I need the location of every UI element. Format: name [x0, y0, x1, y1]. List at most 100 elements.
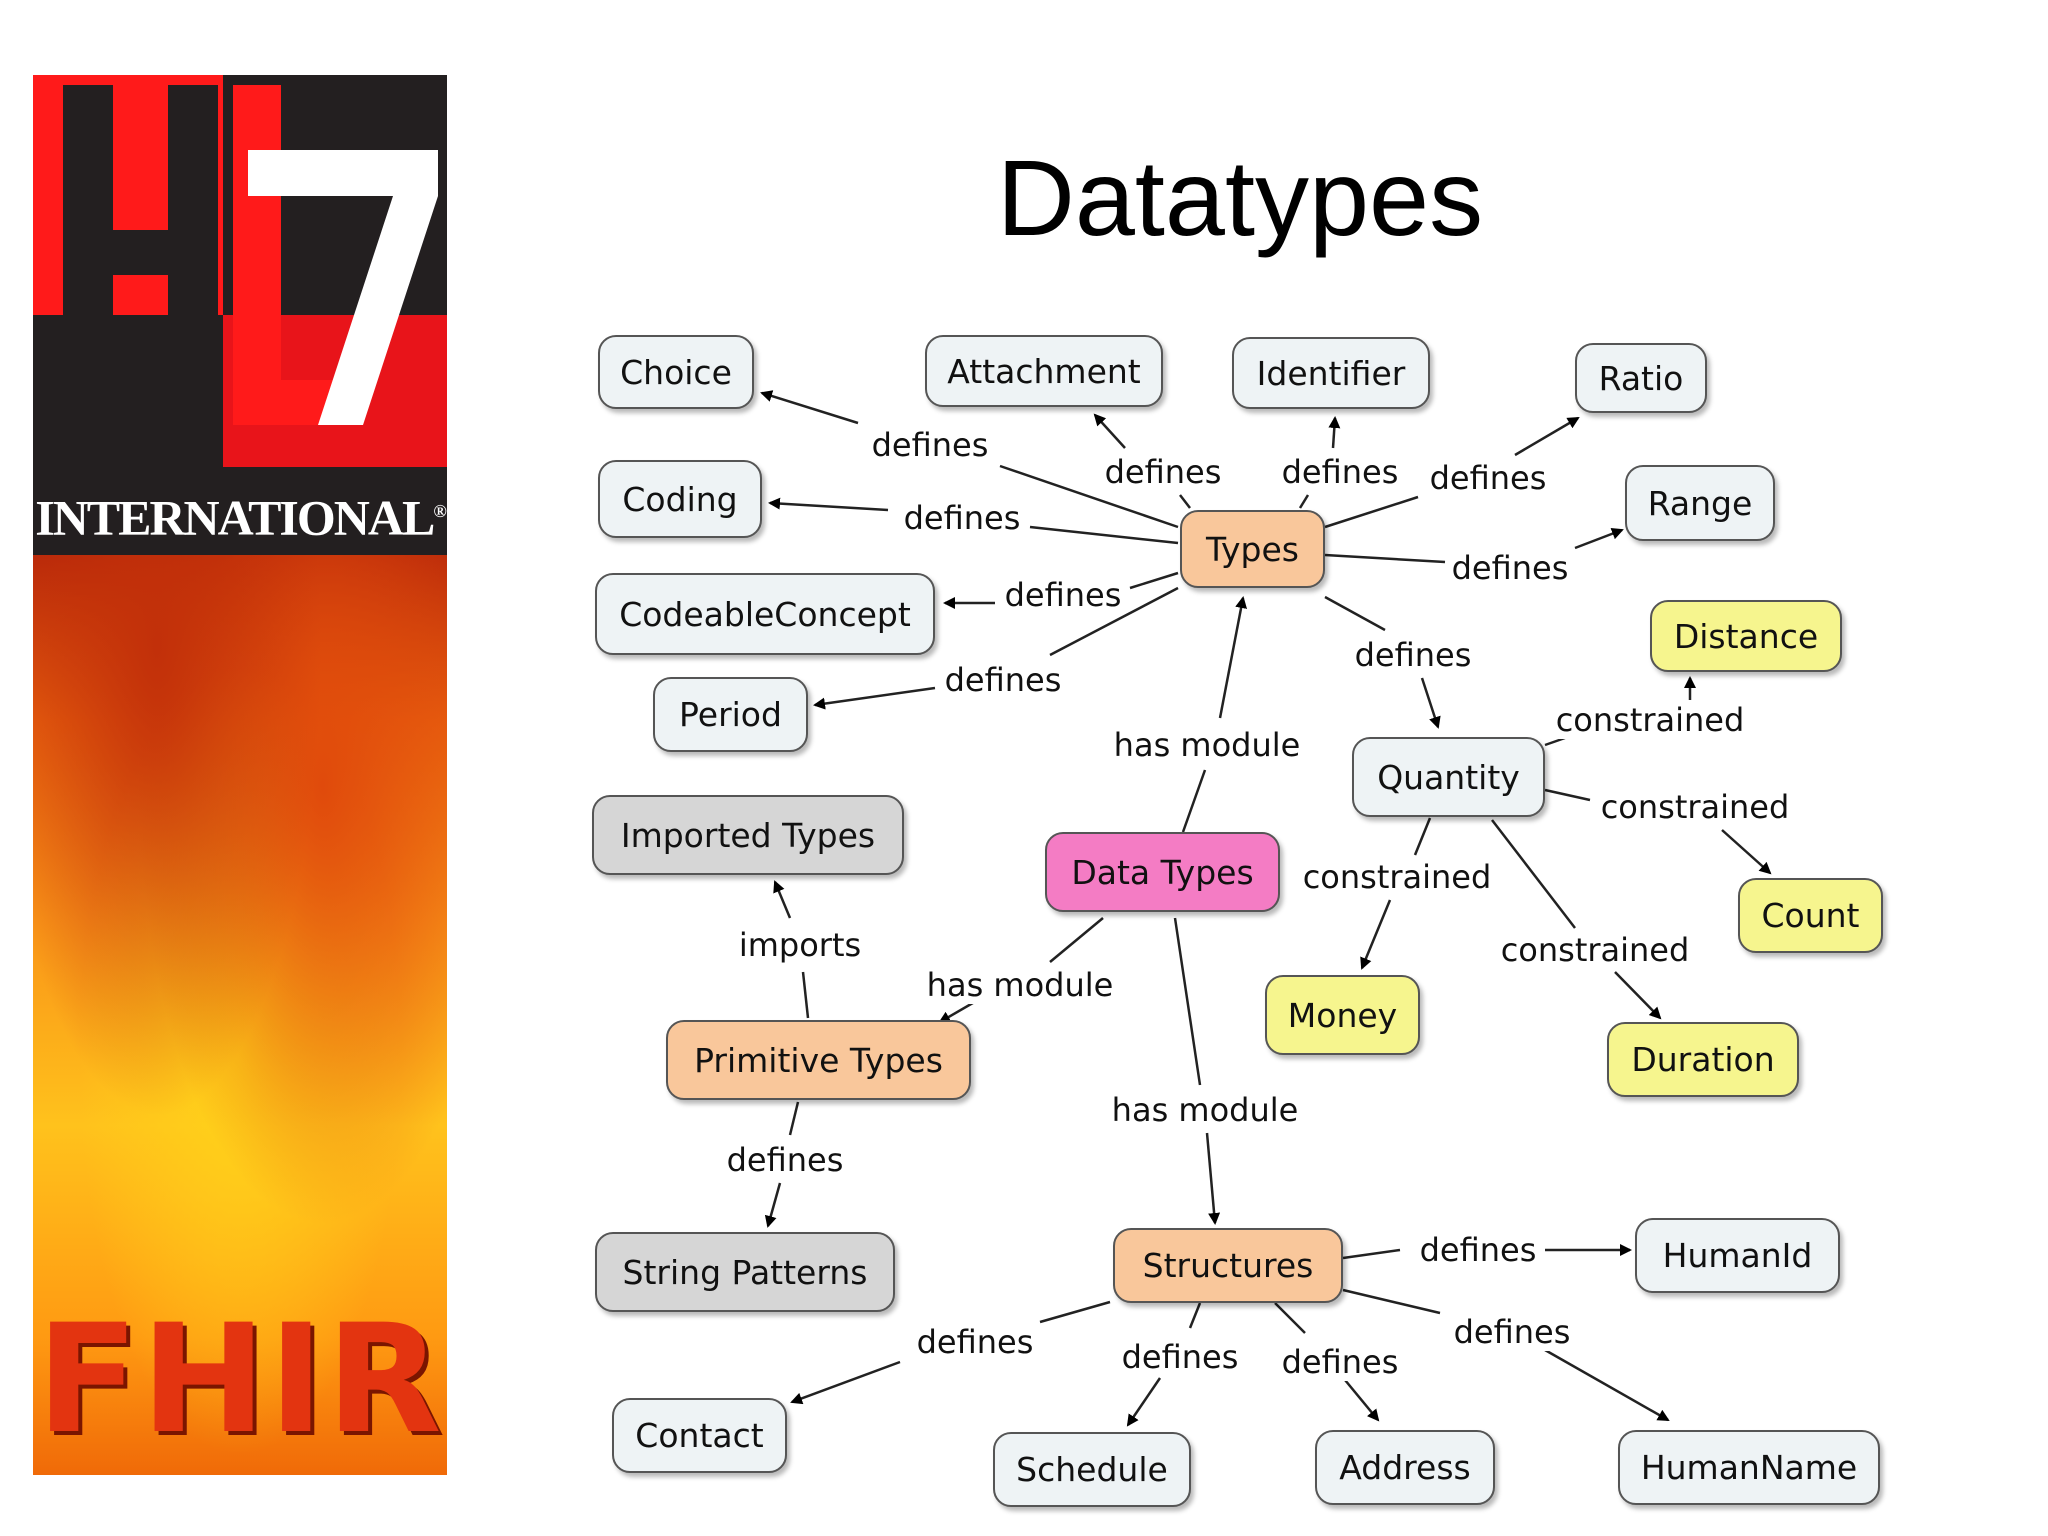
edge-types-identifier-arrow — [1328, 416, 1341, 449]
node-duration[interactable]: Duration — [1607, 1022, 1799, 1097]
node-range[interactable]: Range — [1625, 465, 1775, 541]
edge-label-types-quantity: defines — [1351, 636, 1475, 674]
edge-data-types-primitive — [1049, 917, 1104, 963]
node-schedule[interactable]: Schedule — [993, 1432, 1191, 1507]
edge-structures-address — [1274, 1302, 1306, 1334]
edge-structures-address-arrow — [1344, 1379, 1380, 1422]
node-label: Range — [1647, 483, 1753, 523]
node-address[interactable]: Address — [1315, 1430, 1495, 1505]
edge-primitive-imported-arrow — [773, 880, 792, 919]
edge-types-coding-arrow — [768, 497, 889, 512]
node-money[interactable]: Money — [1265, 975, 1420, 1055]
edge-data-types-types — [1181, 769, 1207, 833]
edge-structures-contact — [1039, 1300, 1111, 1324]
node-label: Address — [1339, 1448, 1471, 1487]
edge-label-primitive-imported: imports — [735, 926, 865, 964]
edge-structures-human-name — [1342, 1288, 1441, 1315]
edge-label-structures-human-id: defines — [1416, 1231, 1540, 1269]
node-label: Imported Types — [620, 815, 876, 855]
hl7-fhir-logo: INTERNATIONAL® FHIR — [33, 75, 447, 1475]
node-imported-types[interactable]: Imported Types — [592, 795, 904, 875]
page-title: Datatypes — [996, 137, 1484, 258]
edge-data-types-types-arrow — [1218, 596, 1248, 719]
edge-label-quantity-distance: constrained — [1552, 701, 1748, 739]
edge-types-quantity — [1324, 595, 1386, 632]
node-label: Duration — [1631, 1040, 1775, 1079]
node-label: Data Types — [1071, 852, 1254, 892]
node-label: String Patterns — [622, 1252, 868, 1292]
edge-types-coding — [1029, 525, 1179, 545]
node-label: HumanName — [1640, 1448, 1858, 1487]
edge-quantity-money-arrow — [1360, 899, 1392, 970]
node-distance[interactable]: Distance — [1650, 600, 1842, 672]
edge-label-structures-schedule: defines — [1118, 1338, 1242, 1376]
node-quantity[interactable]: Quantity — [1352, 737, 1545, 817]
edge-label-data-types-types: has module — [1110, 726, 1304, 764]
node-human-name[interactable]: HumanName — [1618, 1430, 1880, 1505]
node-attachment[interactable]: Attachment — [925, 335, 1163, 407]
node-identifier[interactable]: Identifier — [1232, 337, 1430, 409]
node-period[interactable]: Period — [653, 677, 808, 752]
edge-label-types-codeable-concept: defines — [1001, 576, 1125, 614]
edge-structures-contact-arrow — [790, 1360, 901, 1405]
edge-label-primitive-string-patterns: defines — [723, 1141, 847, 1179]
edge-types-range-arrow — [1574, 527, 1624, 550]
edge-types-period — [1049, 586, 1179, 657]
node-string-patterns[interactable]: String Patterns — [595, 1232, 895, 1312]
edge-types-identifier — [1298, 494, 1310, 509]
node-label: Structures — [1142, 1246, 1314, 1285]
node-codeable-concept[interactable]: CodeableConcept — [595, 573, 935, 655]
edge-types-choice-arrow — [760, 390, 859, 425]
node-label: Schedule — [1016, 1450, 1168, 1489]
edge-primitive-imported — [801, 971, 810, 1019]
node-contact[interactable]: Contact — [612, 1398, 787, 1473]
node-coding[interactable]: Coding — [598, 460, 762, 538]
node-structures[interactable]: Structures — [1113, 1228, 1343, 1303]
node-label: Count — [1761, 896, 1860, 935]
edge-structures-schedule — [1188, 1302, 1202, 1329]
node-label: Types — [1206, 529, 1299, 569]
edge-types-range — [1324, 553, 1446, 564]
node-label: CodeableConcept — [619, 594, 911, 634]
edge-label-quantity-money: constrained — [1299, 858, 1495, 896]
node-choice[interactable]: Choice — [598, 335, 754, 409]
node-label: Ratio — [1598, 358, 1684, 398]
edge-label-quantity-duration: constrained — [1497, 931, 1693, 969]
edge-types-ratio — [1324, 495, 1419, 529]
node-label: Identifier — [1256, 353, 1406, 393]
edge-types-attachment — [1179, 494, 1191, 509]
edge-label-structures-human-name: defines — [1450, 1313, 1574, 1351]
node-data-types[interactable]: Data Types — [1045, 832, 1280, 912]
edge-types-quantity-arrow — [1420, 677, 1441, 729]
edge-quantity-distance — [1544, 736, 1566, 747]
node-count[interactable]: Count — [1738, 878, 1883, 953]
edge-structures-schedule-arrow — [1126, 1377, 1162, 1427]
node-label: Period — [679, 695, 782, 734]
edge-label-data-types-primitive: has module — [923, 966, 1117, 1004]
node-ratio[interactable]: Ratio — [1575, 343, 1707, 413]
edge-types-attachment-arrow — [1093, 413, 1126, 449]
edge-label-types-ratio: defines — [1426, 459, 1550, 497]
node-types[interactable]: Types — [1180, 510, 1325, 588]
edge-primitive-string-patterns-arrow — [764, 1182, 782, 1228]
edge-data-types-structures-arrow — [1205, 1132, 1221, 1225]
edge-primitive-string-patterns — [788, 1101, 800, 1136]
edge-structures-human-id — [1342, 1248, 1401, 1260]
edge-label-types-identifier: defines — [1278, 453, 1402, 491]
edge-quantity-duration — [1491, 819, 1576, 929]
node-label: Quantity — [1377, 757, 1520, 797]
node-human-id[interactable]: HumanId — [1635, 1218, 1840, 1293]
edge-label-data-types-structures: has module — [1108, 1091, 1302, 1129]
logo-flame-background — [33, 555, 447, 1475]
node-label: Money — [1287, 995, 1398, 1035]
node-primitive-types[interactable]: Primitive Types — [666, 1020, 971, 1100]
node-label: HumanId — [1662, 1236, 1813, 1275]
node-label: Coding — [622, 479, 738, 519]
node-label: Contact — [635, 1416, 764, 1455]
edge-label-types-choice: defines — [868, 426, 992, 464]
edge-quantity-money — [1413, 817, 1432, 856]
edge-label-structures-address: defines — [1278, 1343, 1402, 1381]
edge-structures-human-name-arrow — [1544, 1348, 1670, 1422]
